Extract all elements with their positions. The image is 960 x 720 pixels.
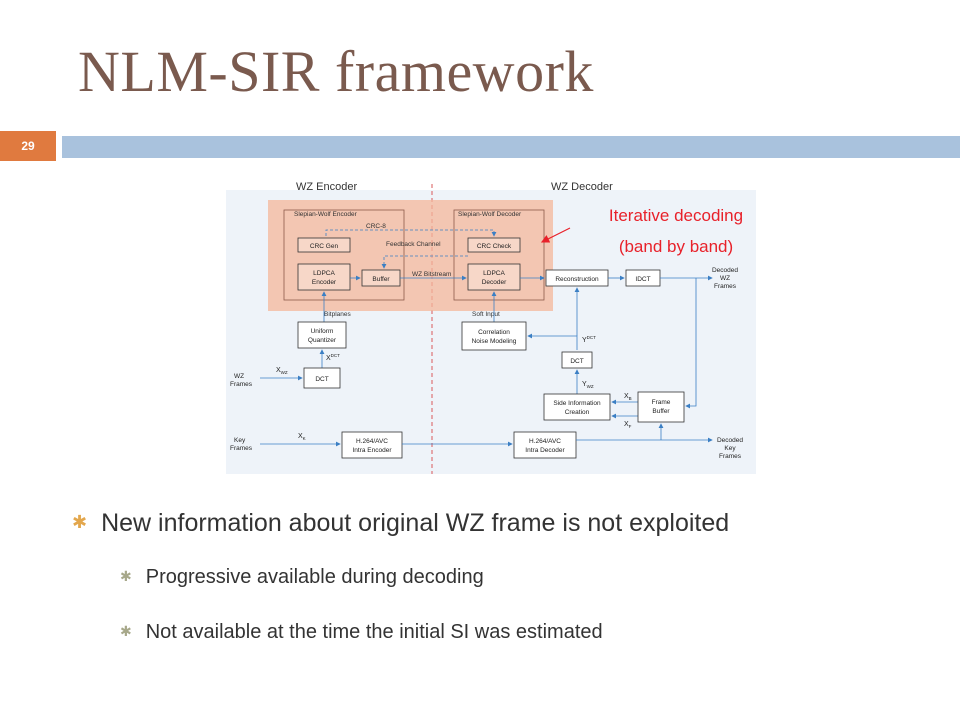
decoded-wz-label-1: Decoded <box>712 267 738 274</box>
bullet-item: ✱ New information about original WZ frame… <box>72 509 729 538</box>
xk-label: XK <box>298 433 306 441</box>
sub-bullet-item: ✱ Progressive available during decoding <box>120 566 484 589</box>
iterative-region-highlight <box>268 200 553 311</box>
dct-decoder-label: DCT <box>570 358 583 365</box>
xb-label: XB <box>624 393 632 401</box>
uniform-quantizer-label-1: Uniform <box>311 328 334 335</box>
ywz-label: YWZ <box>582 381 594 389</box>
uniform-quantizer-label-2: Quantizer <box>308 337 337 344</box>
decoder-title: WZ Decoder <box>551 181 613 193</box>
decoded-key-label-2: Key <box>724 445 736 452</box>
dct-encoder-block <box>303 367 341 389</box>
decoded-key-label-1: Decoded <box>717 437 743 444</box>
crc-check-label: CRC Check <box>477 243 512 250</box>
buffer-label: Buffer <box>372 276 390 283</box>
asterisk-bullet-icon: ✱ <box>120 568 132 584</box>
h264-encoder-label-2: Intra Encoder <box>352 447 392 454</box>
dct-decoder-block <box>561 351 593 369</box>
decoded-to-buffer-arrow <box>685 278 697 409</box>
correlation-label-1: Correlation <box>478 329 510 336</box>
key-frames-label-2: Frames <box>230 445 253 452</box>
dvc-block-diagram: WZ Encoder WZ Decoder Slepian-Wolf Encod… <box>226 181 756 474</box>
dct-encoder-label: DCT <box>315 376 328 383</box>
wz-frames-label-1: WZ <box>234 373 244 380</box>
sw-encoder-group <box>283 209 405 301</box>
h264-decoder-label-1: H.264/AVC <box>529 438 561 445</box>
feedback-arrow <box>381 255 468 269</box>
crc8-arrow <box>325 229 497 237</box>
ldpca-encoder-label-1: LDPCA <box>313 270 335 277</box>
correlation-noise-block <box>461 321 527 351</box>
annotation-line-2: (band by band) <box>619 237 733 256</box>
annotation-arrow <box>540 227 571 243</box>
soft-input-label: Soft Input <box>472 311 500 318</box>
sub-bullet-item: ✱ Not available at the time the initial S… <box>120 621 603 644</box>
ldpca-encoder-block <box>297 263 351 291</box>
sw-decoder-label: Slepian-Wolf Decoder <box>458 211 522 218</box>
page-number: 29 <box>0 131 56 161</box>
ldpca-decoder-label-2: Decoder <box>482 279 507 286</box>
encoder-title: WZ Encoder <box>296 181 357 193</box>
decoded-wz-label-2: WZ <box>720 275 730 282</box>
ydct-label: YDCT <box>582 335 596 344</box>
sw-decoder-group <box>453 209 545 301</box>
asterisk-bullet-icon: ✱ <box>120 623 132 639</box>
h264-decoder-label-2: Intra Decoder <box>525 447 565 454</box>
xwz-label: XWZ <box>276 367 288 375</box>
ldpca-encoder-label-2: Encoder <box>312 279 337 286</box>
uniform-quantizer-block <box>297 321 347 349</box>
bullet-text: New information about original WZ frame … <box>101 509 730 537</box>
ldpca-decoder-block <box>467 263 521 291</box>
frame-buffer-label-1: Frame <box>652 399 671 406</box>
idct-label: IDCT <box>635 276 650 283</box>
decoded-key-label-3: Frames <box>719 453 742 460</box>
side-information-label-1: Side Information <box>553 400 601 407</box>
crc8-label: CRC-8 <box>366 223 386 230</box>
wz-bitstream-label: WZ Bitstream <box>412 271 451 278</box>
correlation-label-2: Noise Modeling <box>472 338 517 345</box>
slide-title: NLM-SIR framework <box>78 39 594 104</box>
crc-check-block <box>467 237 521 253</box>
xf-label: XF <box>624 421 632 429</box>
crc-gen-block <box>297 237 351 253</box>
reconstruction-label: Reconstruction <box>555 276 599 283</box>
annotation-line-1: Iterative decoding <box>609 206 743 225</box>
xdct-label: XDCT <box>326 353 340 362</box>
sub-bullet-text: Progressive available during decoding <box>145 566 484 588</box>
decoded-wz-label-3: Frames <box>714 283 737 290</box>
frame-buffer-block <box>637 391 685 423</box>
h264-decoder-block <box>513 431 577 459</box>
side-information-block <box>543 393 611 421</box>
sw-encoder-label: Slepian-Wolf Encoder <box>294 211 358 218</box>
feedback-label: Feedback Channel <box>386 241 441 248</box>
side-information-label-2: Creation <box>565 409 590 416</box>
h264-encoder-label-1: H.264/AVC <box>356 438 388 445</box>
asterisk-bullet-icon: ✱ <box>72 512 88 532</box>
ldpca-decoder-label-1: LDPCA <box>483 270 505 277</box>
bitplanes-label: Bitplanes <box>324 311 351 318</box>
h264-encoder-block <box>341 431 403 459</box>
wz-frames-label-2: Frames <box>230 381 253 388</box>
title-rule <box>62 136 960 158</box>
frame-buffer-label-2: Buffer <box>652 408 670 415</box>
crc-gen-label: CRC Gen <box>310 243 339 250</box>
key-frames-label-1: Key <box>234 437 246 444</box>
sub-bullet-text: Not available at the time the initial SI… <box>145 621 603 643</box>
